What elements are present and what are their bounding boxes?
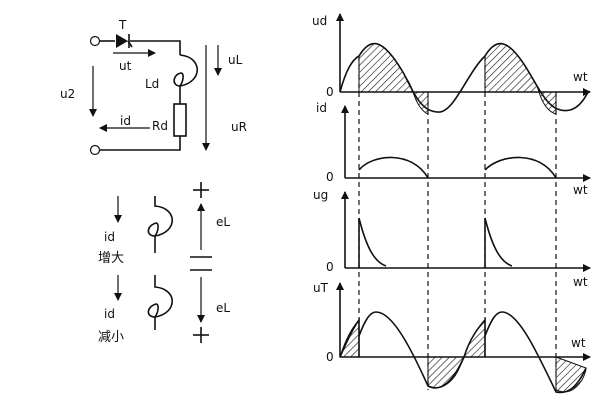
- ud-sine-wave: [339, 42, 589, 113]
- ut-origin-label: 0: [326, 350, 334, 364]
- resistor-symbol: [173, 103, 187, 137]
- inductor-symbol: [173, 54, 198, 104]
- ug-x-label: wt: [573, 275, 588, 289]
- thyristor-label: T: [118, 18, 127, 32]
- el-top-label: eL: [216, 215, 230, 229]
- ug-pulse-1-decay: [358, 217, 387, 267]
- waveform-panels: ud 0 wt id 0 wt ug 0 wt uT 0 wt: [312, 13, 591, 394]
- id-label: id: [120, 114, 131, 128]
- inductor-coil-top: [147, 196, 173, 253]
- increase-label: 增大: [98, 251, 124, 266]
- decrease-label: 减小: [98, 330, 124, 345]
- ug-axis-label: ug: [313, 188, 328, 202]
- u2-label: u2: [60, 87, 75, 101]
- ut-x-label: wt: [571, 336, 586, 350]
- input-terminal-bottom: [89, 144, 101, 156]
- plus-sign-bottom: [193, 327, 209, 343]
- ud-hatch-negative-2: [538, 91, 557, 115]
- ut-axis-label: uT: [313, 281, 329, 295]
- rectifier-circuit: T ut Ld Rd u2 id uL uR: [60, 18, 247, 156]
- ud-axis-label: ud: [312, 14, 327, 28]
- id-origin-label: 0: [326, 170, 334, 184]
- ur-label: uR: [231, 120, 247, 134]
- id-x-label: wt: [573, 183, 588, 197]
- ug-origin-label: 0: [326, 260, 334, 274]
- ug-axes: [341, 191, 591, 272]
- id-increase-label: id: [104, 230, 115, 244]
- ut-hatch-before-trigger-2: [463, 318, 486, 358]
- plus-sign-top: [193, 182, 209, 198]
- el-bottom-label: eL: [216, 301, 230, 315]
- ut-voltage-wave: [339, 311, 587, 394]
- id-axis-label: id: [316, 101, 327, 115]
- id-current-curve-1: [358, 156, 429, 179]
- id-current-curve-2: [484, 156, 557, 179]
- inductor-emf-explanation: id 增大 id 减小 eL eL: [98, 182, 230, 345]
- id-decrease-label: id: [104, 307, 115, 321]
- input-terminal-top: [89, 35, 101, 47]
- ut-axes: [336, 282, 591, 361]
- ul-label: uL: [228, 53, 243, 67]
- ud-origin-label: 0: [326, 85, 334, 99]
- ut-hatch-after-conduction-2: [555, 356, 587, 393]
- ud-hatch-positive-2: [484, 43, 540, 93]
- thyristor-symbol: [116, 34, 133, 48]
- resistor-label: Rd: [152, 119, 168, 133]
- ud-x-label: wt: [573, 70, 588, 84]
- id-axes: [341, 105, 591, 182]
- inductor-coil-bottom: [147, 275, 173, 330]
- inductor-label: Ld: [145, 77, 159, 91]
- ug-pulse-2-decay: [484, 217, 513, 267]
- ut-label: ut: [119, 59, 132, 73]
- ud-hatch-positive-1: [358, 43, 414, 93]
- capacitor-symbol: [190, 256, 212, 271]
